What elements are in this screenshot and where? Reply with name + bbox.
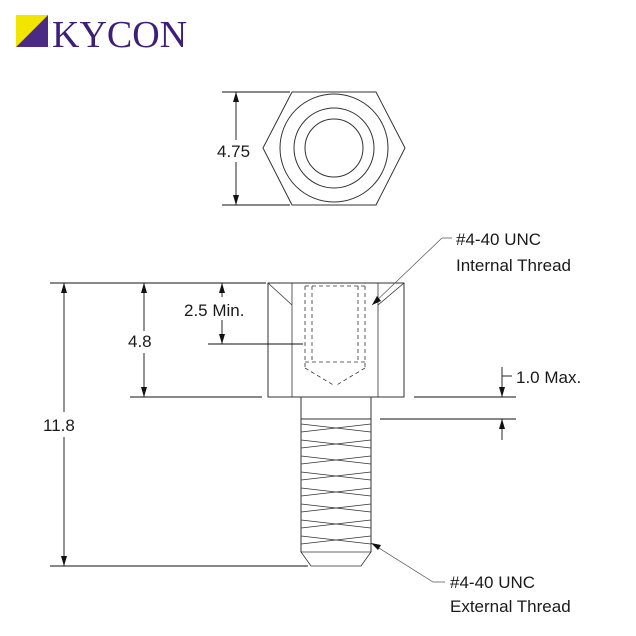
shoulder-dimension <box>380 367 516 440</box>
internal-thread-bore <box>304 285 366 387</box>
external-thread <box>300 419 372 567</box>
body-height-label: 4.8 <box>128 332 152 351</box>
shoulder <box>300 396 372 420</box>
body-height-dimension <box>130 283 262 398</box>
kycon-logo: KYCON <box>16 14 187 56</box>
hex-width-dimension <box>222 91 290 206</box>
shoulder-label: 1.0 Max. <box>516 368 581 387</box>
internal-thread-label-line1: #4-40 UNC <box>456 230 541 249</box>
overall-length-dimension <box>50 282 308 567</box>
hex-width-label: 4.75 <box>217 142 250 161</box>
thread-depth-label: 2.5 Min. <box>184 301 244 320</box>
internal-thread-callout <box>371 237 452 306</box>
standoff-body <box>267 282 405 398</box>
external-thread-label-line1: #4-40 UNC <box>450 573 535 592</box>
external-thread-callout <box>370 542 445 583</box>
overall-length-label: 11.8 <box>43 416 75 435</box>
hex-top-view <box>262 91 406 206</box>
logo-mark <box>16 15 48 47</box>
logo-wordmark: KYCON <box>52 14 187 56</box>
external-thread-label-line2: External Thread <box>450 597 571 616</box>
internal-thread-label-line2: Internal Thread <box>456 256 571 275</box>
thread-depth-dimension <box>208 283 303 345</box>
